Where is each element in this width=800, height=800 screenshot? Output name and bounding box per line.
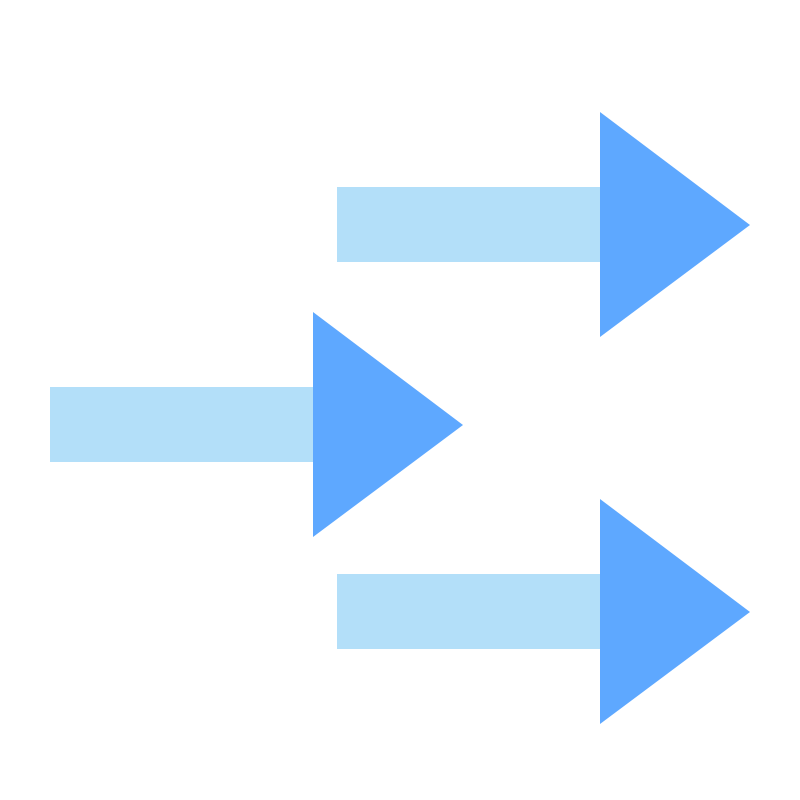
arrow-middle-shaft [50,387,314,462]
arrow-middle-head [313,312,463,537]
arrow-bottom-icon [337,499,750,724]
arrow-bottom-head [600,499,750,724]
arrow-bottom-shaft [337,574,601,649]
arrow-middle-icon [50,312,463,537]
arrow-top-shaft [337,187,601,262]
arrow-top-icon [337,112,750,337]
arrow-top-head [600,112,750,337]
